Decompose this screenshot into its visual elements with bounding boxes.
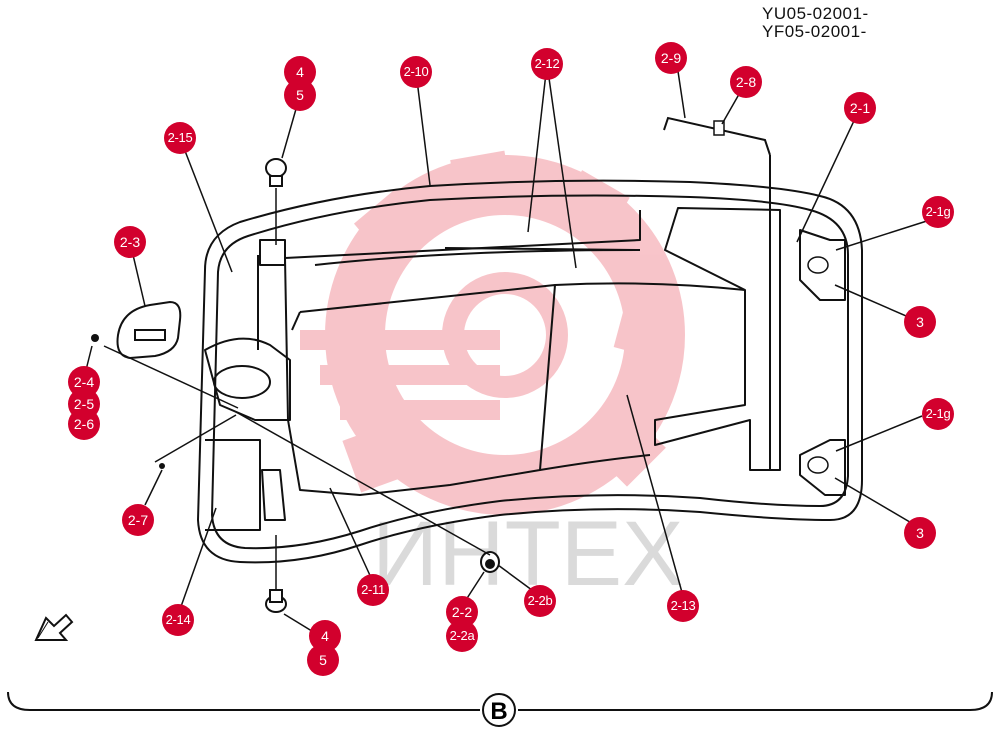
direction-arrow-icon: [34, 613, 74, 641]
callout-label: 2-4: [73, 374, 95, 390]
callout-label: 2-14: [165, 612, 191, 627]
callout-2-14[interactable]: 2-14: [162, 604, 194, 636]
callout-label: 2-15: [167, 130, 193, 145]
callout-label: 3: [916, 525, 924, 541]
callout-5-bottom[interactable]: 5: [307, 644, 339, 676]
callout-label: 3: [916, 314, 924, 330]
watermark-gear-logo: [300, 150, 685, 515]
callout-2-2b[interactable]: 2-2b: [524, 585, 556, 617]
callout-2-10[interactable]: 2-10: [400, 56, 432, 88]
callout-label: 2-2a: [449, 628, 475, 643]
callout-5-top[interactable]: 5: [284, 79, 316, 111]
callout-2-13[interactable]: 2-13: [667, 590, 699, 622]
callout-label: 2-12: [534, 56, 560, 71]
watermark-text: ИНТЕХ: [372, 503, 684, 605]
callout-label: 5: [319, 652, 327, 668]
callout-label: 2-8: [735, 74, 757, 90]
serial-number-1: YU05-02001-: [762, 4, 869, 23]
serial-number-2: YF05-02001-: [762, 22, 867, 41]
callout-2-1g-top[interactable]: 2-1g: [922, 196, 954, 228]
callout-label: 2-9: [660, 50, 682, 66]
hinge-3-top: [807, 256, 829, 274]
callout-2-7[interactable]: 2-7: [122, 504, 154, 536]
view-bracket: [7, 691, 993, 727]
callout-3-bottom[interactable]: 3: [904, 517, 936, 549]
callout-label: 2-11: [361, 582, 385, 597]
callout-label: 2-2: [451, 604, 473, 620]
callout-2-3[interactable]: 2-3: [114, 226, 146, 258]
callout-label: 2-1g: [925, 406, 951, 421]
callout-2-15[interactable]: 2-15: [164, 122, 196, 154]
leader-lines: [85, 57, 931, 637]
screw-2-7: [91, 334, 165, 469]
callout-2-1[interactable]: 2-1: [844, 92, 876, 124]
callout-label: 2-2b: [527, 593, 553, 608]
callout-label: 2-1: [849, 100, 871, 116]
callout-2-9[interactable]: 2-9: [655, 42, 687, 74]
callout-label: 2-6: [73, 416, 95, 432]
callout-2-8[interactable]: 2-8: [730, 66, 762, 98]
callout-label: 2-13: [670, 598, 696, 613]
callout-label: 4: [321, 628, 329, 644]
hood-cover: [197, 179, 863, 564]
knob-4-5-top: [265, 158, 287, 187]
latch-2-3: [116, 300, 182, 360]
callout-3-top[interactable]: 3: [904, 306, 936, 338]
callout-label: 2-7: [127, 512, 149, 528]
lock-2-2: [480, 551, 500, 573]
callout-2-2a[interactable]: 2-2a: [446, 620, 478, 652]
clip-2-8: [713, 120, 725, 136]
callout-2-6[interactable]: 2-6: [68, 408, 100, 440]
callout-label: 4: [296, 64, 304, 80]
callout-label: 2-1g: [925, 204, 951, 219]
callout-label: 5: [296, 87, 304, 103]
knob-4-5-bottom: [265, 589, 287, 613]
callout-2-1g-bottom[interactable]: 2-1g: [922, 398, 954, 430]
callout-label: 2-3: [119, 234, 141, 250]
view-label: B: [490, 698, 507, 725]
callout-label: 2-10: [403, 64, 429, 79]
callout-2-11[interactable]: 2-11: [357, 574, 389, 606]
hinge-3-bottom: [807, 456, 829, 474]
callout-2-12[interactable]: 2-12: [531, 48, 563, 80]
